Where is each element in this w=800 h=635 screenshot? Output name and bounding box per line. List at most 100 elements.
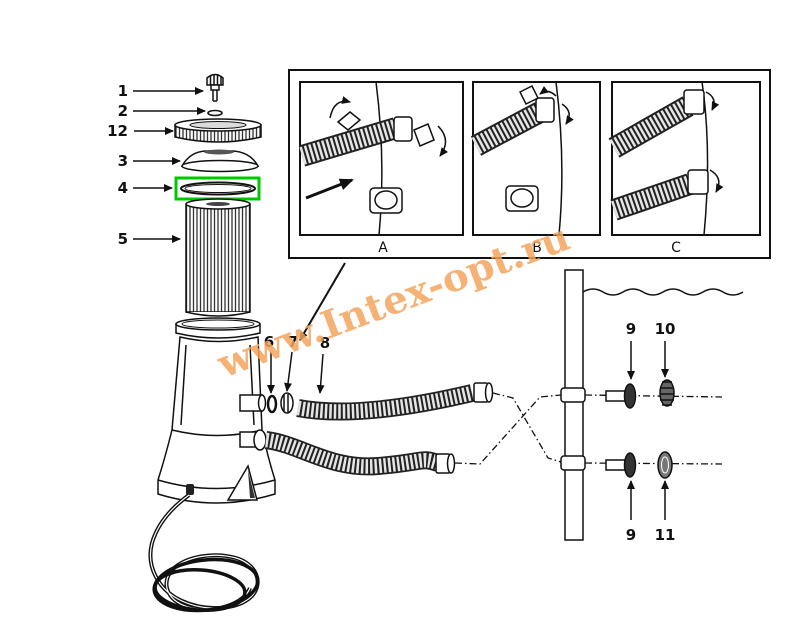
pool-wall-panel: [564, 269, 584, 541]
panel-c-bottom-rotate-arrow: [709, 169, 724, 193]
callout-label-4: 4: [118, 179, 128, 197]
callout-label-7: 7: [288, 333, 298, 351]
upper-hose-ribs: [296, 385, 474, 419]
housing-upper-port-face: [257, 394, 267, 412]
upper-axis-line: [584, 394, 723, 398]
part-1-air-release-knob: [206, 73, 224, 102]
panel-a-hose-ribs: [299, 119, 399, 165]
callout-label-8: 8: [320, 334, 330, 352]
hose-nut-body: [280, 392, 294, 414]
pump-housing: [157, 317, 276, 504]
panel-a-rotate-arrow-right: [437, 125, 448, 157]
housing-body: [157, 336, 276, 504]
part-9-lower-plunger: [605, 452, 637, 478]
pool-wall: [560, 269, 744, 541]
inset-panel-a: [298, 81, 464, 236]
dome-top-hole: [204, 149, 234, 155]
housing-lower-port-nut: [253, 429, 267, 451]
callout-label-12: 12: [107, 122, 128, 140]
panel-b-clamp: [535, 97, 555, 123]
panel-a-direction-arrow: [305, 178, 354, 200]
hose-nut-ribs: [283, 394, 289, 412]
power-cord-lead: [148, 493, 260, 612]
part-11-inlet-strainer: [657, 451, 673, 479]
panel-b-wall-fitting-face: [510, 188, 534, 208]
housing-rim-inner: [181, 319, 255, 329]
inset-label-a: A: [378, 240, 388, 256]
connection-lines: [454, 392, 723, 465]
lower-hose-ribs: [264, 432, 441, 474]
knob-cap-ribs: [209, 74, 222, 85]
panel-a-clamp: [393, 116, 413, 142]
panel-a-rotate-arrow-left: [329, 96, 351, 119]
dome-rim: [181, 159, 259, 173]
lower-hose-to-upper-wall-line: [454, 394, 562, 465]
upper-hose-to-lower-wall-line: [492, 392, 562, 463]
panel-c-bottom-clamp: [687, 169, 709, 195]
cartridge-pleats: [185, 203, 251, 313]
lid-ring-opening: [189, 121, 247, 129]
inset-label-b: B: [532, 240, 542, 256]
part-10-strainer: [659, 379, 675, 407]
part-2-small-o-ring: [207, 109, 223, 117]
highlight-box: [174, 176, 261, 201]
strainer-teeth: [660, 381, 674, 406]
callout-label-9-lower: 9: [626, 526, 636, 544]
panel-c-top-rotate-arrow: [705, 91, 720, 111]
cartridge-bottom-edge: [185, 311, 251, 317]
housing-vent-shadow: [248, 470, 255, 498]
panel-b-wall-curve: [555, 81, 563, 236]
part-3-filter-cover-dome: [180, 149, 260, 173]
callout-label-1: 1: [118, 82, 128, 100]
power-cord-plug: [186, 484, 194, 495]
right-callouts: 9 10 9 11: [626, 320, 676, 544]
inset-panel-c: [608, 81, 761, 236]
inset-panel-b: [470, 81, 601, 236]
inlet-strainer-inner: [661, 456, 669, 474]
panel-b-clamp-knob: [518, 84, 540, 106]
callout-label-5: 5: [118, 230, 128, 248]
part-6-hose-o-ring: [266, 394, 278, 414]
part-4-o-ring-highlighted: [174, 176, 261, 201]
panel-a-wall-curve: [375, 81, 383, 236]
panel-a-wall-fitting-face: [374, 190, 398, 210]
water-line: [582, 288, 744, 296]
upper-hose-end-face: [484, 382, 494, 403]
panel-c-top-hose-ribs: [609, 98, 693, 156]
callout-label-6: 6: [264, 333, 274, 351]
part-12-lid-ring: [174, 118, 262, 143]
knob-collar: [210, 84, 220, 91]
part-7-hose-nut: [280, 392, 294, 414]
lower-plunger-disk: [623, 452, 637, 478]
panel-b-hose-ribs: [471, 104, 545, 154]
upper-plunger-disk: [623, 383, 637, 409]
callout-label-9-upper: 9: [626, 320, 636, 338]
housing-base-line: [157, 479, 276, 490]
part-8-hoses: [264, 382, 494, 476]
installation-inset: A B C: [288, 69, 771, 259]
inset-pointer-arrow: [299, 262, 346, 341]
wall-lower-fitting: [560, 455, 586, 471]
o-ring-inner: [184, 184, 252, 193]
panel-a-wing-nut: [336, 111, 362, 131]
callout-arrow-7: [284, 351, 293, 392]
lower-plunger-stem: [605, 459, 626, 471]
left-callouts: 1 2 12 3 4 5: [107, 82, 206, 248]
wall-upper-fitting: [560, 387, 586, 403]
callout-label-2: 2: [118, 102, 128, 120]
part-5-filter-cartridge: [185, 198, 251, 317]
panel-a-clamp-knob: [413, 123, 435, 147]
lower-axis-line: [584, 462, 723, 465]
inlet-strainer-body: [657, 451, 673, 479]
panel-b-rotate-arrow-right: [561, 103, 574, 125]
upper-plunger-stem: [605, 390, 626, 402]
o-ring-outer: [180, 181, 256, 196]
panel-c-bottom-hose-outline: [610, 173, 694, 221]
callout-arrow-8: [316, 353, 325, 394]
knob-stem: [212, 90, 218, 102]
part-9-upper-plunger: [605, 383, 637, 409]
callout-label-11: 11: [655, 526, 676, 544]
inset-label-c: C: [671, 240, 681, 256]
hose-callouts: 6 7 8: [264, 333, 330, 394]
